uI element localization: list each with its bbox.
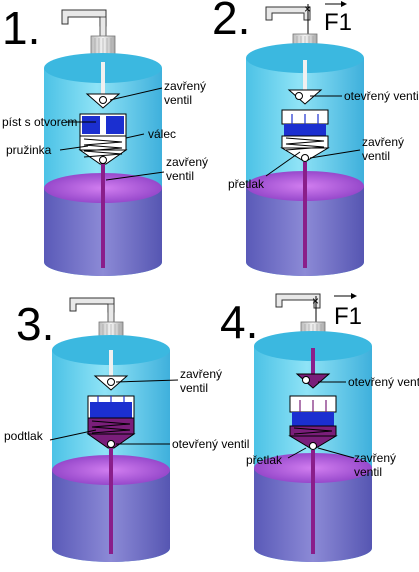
piston — [292, 412, 334, 426]
spring — [83, 138, 123, 158]
nozzle-icon — [275, 293, 321, 309]
spring — [91, 420, 131, 434]
valve-ball — [301, 154, 309, 162]
valve-ball — [107, 378, 115, 386]
valve-ball — [107, 440, 115, 448]
panel-number: 3. — [16, 298, 54, 350]
dip-tube — [311, 450, 315, 554]
label-pressure: přetlak — [228, 177, 265, 191]
label-spring: pružinka — [6, 143, 52, 157]
label-top-valve: otevřený ventil — [344, 89, 419, 103]
svg-text:×: × — [312, 294, 319, 308]
force-label: F1 — [334, 303, 362, 330]
panel-number: 2. — [212, 0, 250, 44]
label-top-valve: otevřený ventil — [348, 375, 419, 389]
force-label: F1 — [324, 9, 352, 36]
label-piston: píst s otvorem — [2, 115, 77, 129]
valve-ball — [309, 442, 317, 450]
spring — [293, 427, 333, 435]
piston — [90, 402, 132, 418]
panel-1: 1. — [2, 2, 208, 276]
panel-number: 4. — [220, 296, 258, 348]
dip-tube — [303, 162, 307, 268]
valve-ball — [295, 92, 303, 100]
valve-ball — [99, 156, 107, 164]
piston — [284, 124, 326, 136]
svg-text:×: × — [304, 2, 311, 16]
label-bottom-valve: otevřený ventil — [172, 437, 249, 451]
label-pressure: podtlak — [4, 429, 44, 443]
panel-2: 2. × F1 otevřený ventil zav — [212, 0, 419, 276]
label-pressure: přetlak — [246, 453, 283, 467]
spring — [285, 137, 325, 151]
label-cylinder: válec — [148, 127, 176, 141]
dip-tube — [109, 448, 113, 554]
nozzle-icon — [69, 297, 115, 313]
valve-ball — [302, 376, 310, 384]
nozzle-icon — [265, 6, 311, 21]
panel-4: 4. × F1 otevřený ventil pře — [220, 293, 419, 562]
valve-ball — [99, 96, 107, 104]
nozzle-icon — [61, 9, 107, 27]
panel-number: 1. — [2, 2, 40, 54]
dip-tube — [101, 164, 105, 268]
